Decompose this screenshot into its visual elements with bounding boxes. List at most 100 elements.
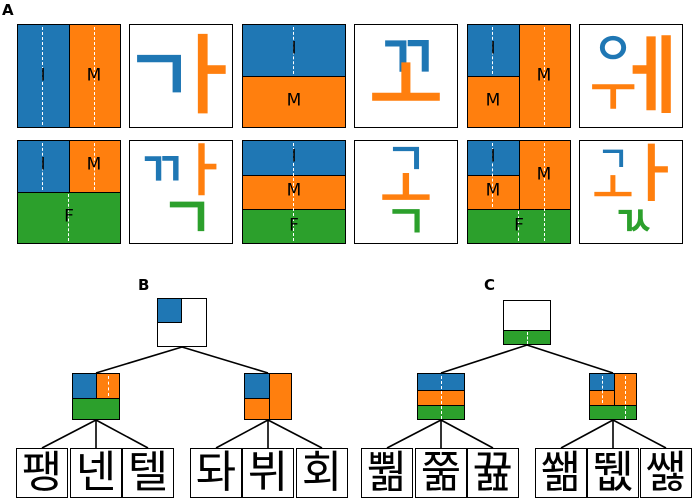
tree-c-leaf-text: 뛦 <box>592 448 634 498</box>
tree-c-leaf-text: 쐚 <box>540 448 582 498</box>
panel-label-c: C <box>484 276 496 294</box>
tree-c-leaf-text: 뀶 <box>472 448 514 498</box>
tree-c-edge <box>526 344 614 374</box>
jamo-part: ㅗ <box>380 159 432 224</box>
panel-label-b: B <box>138 276 150 294</box>
tree-b-leaf-3: 텔 <box>122 448 174 498</box>
tree-c-edge <box>386 419 442 449</box>
medial-segment <box>468 175 519 209</box>
jamo-part: ㄱ <box>597 140 629 180</box>
medial-axis-dash <box>108 376 109 396</box>
tree-b-edge <box>267 419 323 449</box>
final-segment <box>73 398 119 419</box>
syllable-glyph-4: ㄲㅏㄱ <box>129 140 233 244</box>
initial-segment <box>18 141 69 192</box>
syllable-glyph-2: ㄲㅗ <box>354 24 458 128</box>
jamo-part: ㅏ <box>177 140 229 204</box>
initial-segment <box>243 25 345 76</box>
jamo-part: ㅏ <box>154 25 232 127</box>
tree-c-edge <box>440 344 528 374</box>
center-axis-dash <box>94 27 95 125</box>
panel-label-a: A <box>2 1 14 19</box>
center-axis-dash <box>68 194 69 241</box>
center-axis-dash <box>492 143 493 207</box>
jamo-part: ㄱ <box>385 140 427 185</box>
tree-c-edge <box>612 419 667 449</box>
tree-c-root-node <box>503 300 551 345</box>
center-axis-dash <box>527 332 528 344</box>
jamo-part: ㄱ <box>384 195 428 244</box>
initial-segment <box>468 25 519 76</box>
jamo-part: ㅔ <box>602 25 682 127</box>
center-axis-dash <box>293 143 294 241</box>
syllable-glyph-5: ㄱㅗㄱ <box>354 140 458 244</box>
tree-b-leaf-2: 넨 <box>70 448 122 498</box>
tree-b-left-node <box>72 373 120 420</box>
center-axis-dash <box>441 376 442 419</box>
medial-label: M <box>86 65 102 86</box>
center-axis-dash <box>492 27 493 74</box>
initial-label: I <box>490 146 496 167</box>
final-segment <box>18 192 120 243</box>
jamo-part: ㅏ <box>624 140 682 210</box>
initial-segment <box>468 141 519 175</box>
initial-label: I <box>40 154 46 175</box>
tree-b-leaf-text: 팽 <box>21 448 63 498</box>
initial-segment <box>73 374 96 398</box>
initial-label: I <box>490 38 496 59</box>
medial-segment <box>243 175 345 209</box>
medial-segment <box>243 76 345 127</box>
jamo-part: ㄲ <box>138 142 184 198</box>
tree-b-edge <box>95 346 183 374</box>
medial-segment <box>468 76 519 127</box>
tree-b-root-node <box>157 298 207 347</box>
tree-b-edge <box>95 419 149 449</box>
medial-label: M <box>536 65 552 86</box>
final-segment <box>243 209 345 243</box>
tree-b-leaf-5: 뷔 <box>242 448 294 498</box>
medial-segment <box>245 398 269 419</box>
jamo-part: ㄳ <box>613 197 653 244</box>
tree-b-leaf-6: 회 <box>296 448 348 498</box>
tree-b-leaf-text: 텔 <box>127 448 169 498</box>
tree-c-leaf-text: 뿲 <box>366 448 408 498</box>
tree-b-leaf-text: 뷔 <box>247 448 289 498</box>
center-axis-dash <box>518 211 519 241</box>
jamo-part: ㅜ <box>590 65 636 123</box>
tree-c-right-node <box>589 373 637 420</box>
medial-label: M <box>536 164 552 185</box>
jamo-part: ㄲ <box>377 24 435 94</box>
final-label: F <box>289 215 299 236</box>
jamo-part: ㄱ <box>129 33 194 119</box>
medial-label: M <box>286 90 302 111</box>
tree-b-leaf-text: 돠 <box>195 448 237 498</box>
tree-b-leaf-1: 팽 <box>16 448 68 498</box>
tree-c-leaf-6: 쌣 <box>640 448 692 498</box>
tree-c-leaf-1: 뿲 <box>361 448 413 498</box>
tree-b-edge <box>215 419 269 449</box>
initial-label: I <box>291 146 297 167</box>
tree-c-leaf-5: 뛦 <box>587 448 639 498</box>
final-label: F <box>514 215 524 236</box>
center-axis-dash <box>293 27 294 74</box>
medial-label: M <box>485 180 501 201</box>
center-axis-dash <box>94 143 95 190</box>
tree-c-edge <box>440 419 494 449</box>
jamo-part: ㅗ <box>369 41 443 128</box>
tree-b-right-node <box>244 373 292 420</box>
center-axis-dash <box>544 143 545 241</box>
medial-segment <box>96 374 119 398</box>
tree-c-left-node <box>417 373 465 420</box>
initial-label: I <box>40 65 46 86</box>
tree-b-edge <box>41 419 97 449</box>
initial-label: I <box>291 38 297 59</box>
initial-segment <box>243 141 345 175</box>
medial-label: M <box>286 180 302 201</box>
jamo-part: ㅇ <box>592 24 634 75</box>
syllable-glyph-3: ㅇㅜㅔ <box>579 24 683 128</box>
